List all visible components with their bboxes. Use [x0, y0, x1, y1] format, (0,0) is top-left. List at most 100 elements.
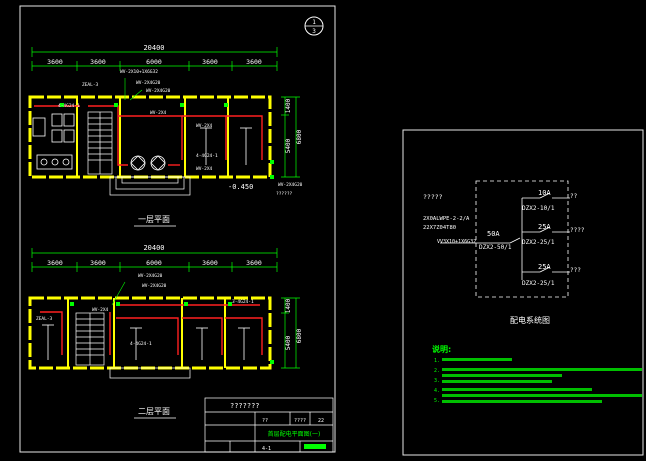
distribution-caption: 配电系统图: [510, 315, 550, 325]
note-3: 3.: [434, 378, 440, 384]
feeder-label-0: ?????: [423, 193, 443, 201]
branch-2-tag: ????: [570, 227, 585, 234]
floor2-bay-dim-1: 3600: [47, 259, 63, 267]
floor1-entry-steps: [109, 176, 191, 196]
floor1-right-dim-2: 5400: [285, 138, 292, 153]
note-4: 4.: [434, 388, 440, 394]
floor1-right-dim-1: 1400: [285, 98, 292, 113]
floor2-overall-dimension: [31, 248, 278, 258]
floor2-bay-dim-4: 3600: [202, 259, 218, 267]
floor1-partitions: [76, 97, 229, 177]
floor2-right-dimensions: [281, 297, 300, 369]
floor1-label-8: WV-2X4: [196, 166, 213, 172]
floor2-stair: [75, 312, 105, 366]
floor1-label-2: 4-4G24-1: [58, 103, 80, 109]
floor1-overall-dimension: [31, 47, 278, 57]
floor1-overall-dim: 20400: [143, 44, 164, 52]
title-block-row1-value: 22: [318, 418, 324, 424]
branch-3-rating: 25A: [538, 263, 551, 271]
floor2-light-fixtures: [42, 324, 250, 360]
floor2-label-1: WV-2X4G20: [142, 283, 167, 289]
floor1-label-7: 4-4G24-1: [196, 153, 218, 159]
title-block-drawing-name: 首层配电平面图(一): [268, 430, 321, 438]
panel-boundary: [475, 180, 569, 298]
floor1-switches: [60, 103, 274, 179]
floor1-bay-dim-3: 6000: [146, 58, 162, 66]
branch-3-tag: ???: [570, 267, 581, 274]
floor1-outer-walls: [28, 95, 272, 179]
note-5: 5.: [434, 398, 440, 404]
floor2-bay-dim-2: 3600: [90, 259, 106, 267]
title-block: [204, 397, 334, 453]
design-notes: 说明: 1. 2. 3. 4. 5.: [432, 344, 642, 404]
floor1-title: 一层平面: [138, 215, 170, 224]
floor1-right-dim-3: 6800: [296, 129, 303, 144]
branch-1-rating: 10A: [538, 189, 551, 197]
floor1-bay-dim-4: 3600: [202, 58, 218, 66]
floor1-stair-note: ??????: [276, 191, 293, 197]
title-block-row1-label: ??: [262, 418, 268, 424]
title-block-highlight: [304, 444, 326, 449]
floor2-wiring: [40, 304, 263, 355]
sheet-frame-left: [19, 5, 336, 453]
floor2-label-3: 3-4G24-1: [232, 299, 254, 305]
floor2-right-dim-2: 5400: [285, 335, 292, 350]
floor2-title: 二层平面: [138, 407, 170, 416]
sheet-frame-right: [402, 129, 644, 456]
floor2-canopy: [109, 367, 191, 379]
floor1-elevation: -0.450: [228, 183, 253, 191]
floor1-label-6: WV-2X4: [196, 123, 213, 129]
callout-number: 1: [312, 19, 316, 26]
floor1-label-1: ZEAL-3: [82, 82, 99, 88]
branch-2-rating: 25A: [538, 223, 551, 231]
floor1-plan: 20400 3600 3600 6000 3600 3600: [28, 44, 303, 227]
floor1-bay-dim-5: 3600: [246, 58, 262, 66]
notes-heading: 说明:: [432, 344, 451, 354]
floor2-bay-dim-3: 6000: [146, 259, 162, 267]
branch-2-id: DZX2-25/1: [522, 239, 555, 246]
floor1-bay-dimension-line: [31, 61, 278, 71]
floor2-bay-dimension-line: [31, 262, 278, 272]
title-block-row1-a: ????: [294, 418, 306, 424]
floor2-plan: 20400 3600 3600 6000 3600 3600: [28, 244, 303, 419]
distribution-diagram: ????? 2X0ALWPE-2-2/A 22X7Z04T80 VV3X10+1…: [423, 180, 585, 325]
floor2-partitions: [67, 298, 226, 368]
branch-3-id: DZX2-25/1: [522, 280, 555, 287]
floor2-label-2: WV-2X4: [92, 307, 109, 313]
floor2-bay-dim-5: 3600: [246, 259, 262, 267]
floor2-label-5: ZEAL-3: [36, 316, 53, 322]
floor1-label-0: WV-2X10+1X6G32: [120, 69, 158, 75]
callout-sheet: 3: [312, 28, 316, 35]
note-1: 1.: [434, 358, 440, 364]
branch-1-id: DZX2-10/1: [522, 205, 555, 212]
main-breaker-rating: 50A: [487, 230, 500, 238]
floor1-label-9: WV-2X4G20: [278, 182, 303, 188]
floor1-label-5: WV-2X4: [150, 110, 167, 116]
floor2-label-4: 4-4G24-1: [130, 341, 152, 347]
branch-1-tag: ??: [570, 193, 578, 200]
title-block-sheet-no: 4-1: [262, 446, 271, 452]
feeder-label-3: VV3X10+1X6G32: [437, 239, 476, 245]
main-breaker-id: DZX2-50/1: [479, 244, 512, 251]
title-block-header: ???????: [230, 402, 260, 410]
floor1-label-4: WV-2X4G20: [146, 88, 171, 94]
floor2-overall-dim: 20400: [143, 244, 164, 252]
floor2-label-0: WV-2X4G20: [138, 273, 163, 279]
floor1-bay-dim-2: 3600: [90, 58, 106, 66]
floor2-right-dim-1: 1400: [285, 298, 292, 313]
floor1-toilet-fixtures: [32, 113, 75, 170]
floor2-switches: [70, 302, 274, 364]
floor1-ceiling-fans: [130, 155, 166, 171]
note-2: 2.: [434, 368, 440, 374]
floor1-bay-dim-1: 3600: [47, 58, 63, 66]
notes-text-blocks: [442, 358, 642, 403]
floor1-label-3: WV-2X4G20: [136, 80, 161, 86]
feeder-label-1: 2X0ALWPE-2-2/A: [423, 216, 470, 222]
floor1-light-fixtures: [200, 127, 252, 165]
floor1-wiring: [34, 105, 263, 166]
section-callout: 1 3: [304, 16, 324, 36]
feeder-label-2: 22X7Z04T80: [423, 225, 456, 231]
floor1-stair: [87, 111, 113, 175]
floor2-right-dim-3: 6800: [296, 328, 303, 343]
